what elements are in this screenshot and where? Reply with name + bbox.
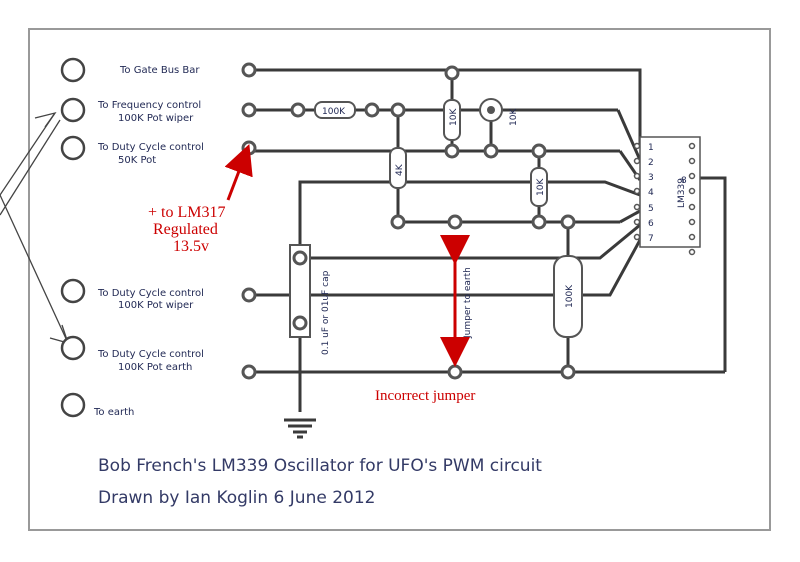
caption-author: Drawn by Ian Koglin 6 June 2012	[98, 488, 375, 508]
terminal-label-6a: To earth	[93, 407, 134, 418]
pin-4: 4	[648, 188, 654, 198]
capacitor-label: 0.1 uF or 01uF cap	[321, 270, 331, 355]
pin-6: 6	[648, 219, 654, 229]
terminal-pad-4[interactable]	[60, 278, 86, 304]
terminal-pad-6[interactable]	[60, 392, 86, 418]
terminal-label-4a: To Duty Cycle control	[97, 288, 204, 299]
trimpot-label: 10K	[509, 108, 519, 126]
lm317-label-2: Regulated	[153, 221, 218, 238]
capacitor	[289, 244, 311, 338]
caption-title: Bob French's LM339 Oscillator for UFO's …	[98, 456, 542, 476]
resistor-100k-b	[553, 255, 583, 338]
terminal-pad-5[interactable]	[60, 335, 86, 361]
lm317-label-3: 13.5v	[173, 238, 209, 255]
ic-pin-numbers: 1 2 3 4 5 6 7 8	[648, 143, 687, 244]
terminal-label-2a: To Frequency control	[97, 100, 201, 111]
terminal-label-5a: To Duty Cycle control	[97, 349, 204, 360]
terminal-label-4b: 100K Pot wiper	[118, 300, 194, 311]
resistor-100k-label: 100K	[322, 107, 346, 117]
terminal-pad-1[interactable]	[60, 57, 86, 83]
terminal-label-1a: To Gate Bus Bar	[119, 65, 200, 76]
pin-5: 5	[648, 204, 654, 214]
terminal-label-3a: To Duty Cycle control	[97, 142, 204, 153]
terminal-label-2b: 100K Pot wiper	[118, 113, 194, 124]
wires	[249, 68, 727, 439]
pin-7: 7	[648, 234, 654, 244]
solder-pads	[241, 62, 576, 380]
pin-8: 8	[681, 176, 687, 186]
lm317-label-1: + to LM317	[148, 204, 225, 221]
resistor-100k	[314, 101, 356, 119]
resistor-4k-label: 4K	[395, 163, 405, 176]
jumper-label: Jumper to earth	[463, 267, 473, 339]
lm317-arrow	[224, 143, 253, 201]
board-outline	[28, 28, 771, 531]
incorrect-jumper-label: Incorrect jumper	[375, 388, 475, 404]
pin-1: 1	[648, 143, 654, 153]
fly-lines	[0, 111, 70, 344]
resistor-100k-b-label: 100K	[565, 284, 575, 308]
pin-3: 3	[648, 173, 654, 183]
terminal-label-3b: 50K Pot	[118, 155, 156, 166]
resistor-10k-a-label: 10K	[449, 108, 459, 126]
trimpot-center	[487, 106, 495, 114]
terminal-pad-2[interactable]	[60, 97, 86, 123]
terminal-label-5b: 100K Pot earth	[118, 362, 192, 373]
terminal-pad-3[interactable]	[60, 135, 86, 161]
resistor-4k	[389, 147, 407, 189]
resistor-10k-c	[530, 167, 548, 207]
ic-pin-pads	[633, 142, 696, 256]
resistor-10k-c-label: 10K	[536, 178, 546, 196]
ic-label: LM339	[677, 178, 687, 208]
resistor-10k-a	[443, 99, 461, 141]
pin-2: 2	[648, 158, 654, 168]
